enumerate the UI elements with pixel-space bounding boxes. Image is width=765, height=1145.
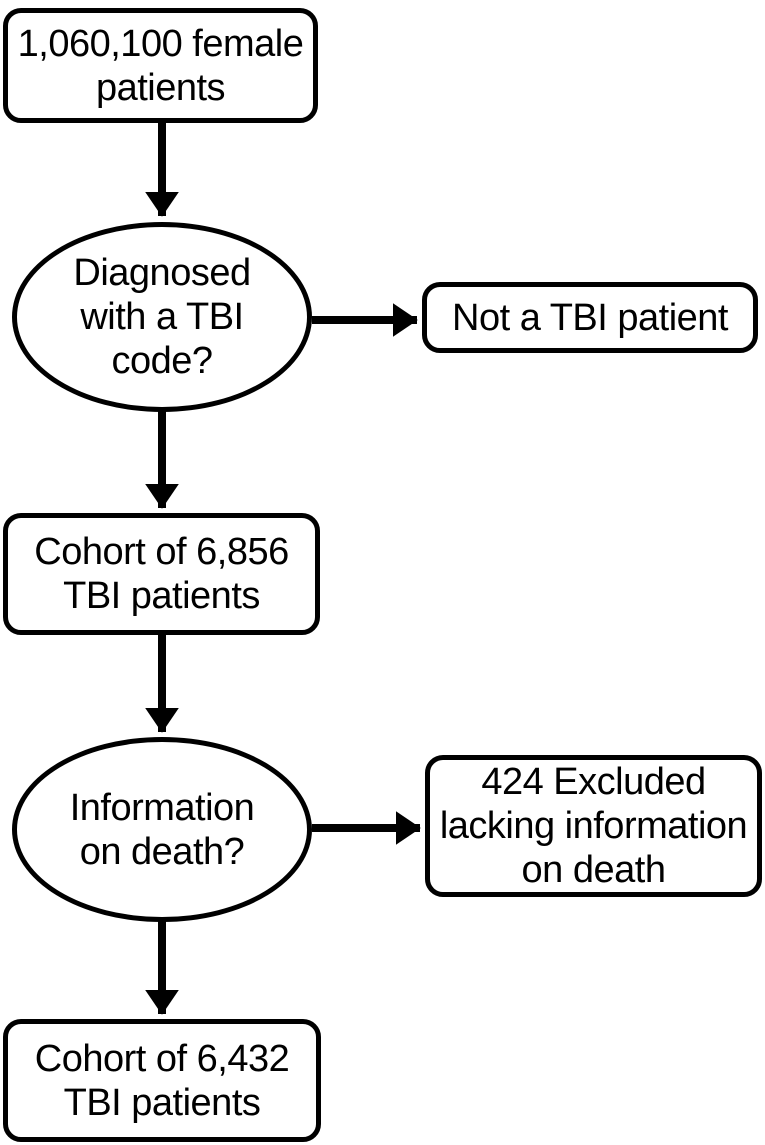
cohort-6432-box: Cohort of 6,432 TBI patients [3, 1019, 321, 1142]
node-text-line: Cohort of 6,432 [34, 1037, 290, 1080]
node-text-line: 424 Excluded [481, 761, 706, 803]
node-text-line: Diagnosed [73, 252, 251, 294]
node-text-line: on death [521, 849, 666, 891]
excluded-424-box: 424 Excluded lacking information on deat… [425, 755, 762, 897]
not-tbi-patient-box: Not a TBI patient [422, 282, 758, 353]
node-text-line: code? [111, 340, 213, 382]
node-text-line: lacking information [439, 805, 748, 847]
node-text-line: on death? [79, 830, 245, 873]
node-text-line: patients [95, 66, 226, 109]
node-text-line: Not a TBI patient [452, 296, 728, 339]
node-text-line: with a TBI [80, 296, 244, 338]
death-information-decision-ellipse: Information on death? [12, 737, 312, 922]
node-text-line: TBI patients [63, 575, 260, 617]
tbi-code-decision-ellipse: Diagnosed with a TBI code? [12, 222, 312, 412]
start-population-box: 1,060,100 female patients [3, 8, 318, 123]
node-text-line: Information [69, 786, 255, 829]
node-text-line: Cohort of 6,856 [34, 531, 289, 573]
node-text-line: 1,060,100 female [17, 22, 304, 65]
node-text-line: TBI patients [63, 1081, 261, 1124]
cohort-6856-box: Cohort of 6,856 TBI patients [3, 513, 320, 635]
